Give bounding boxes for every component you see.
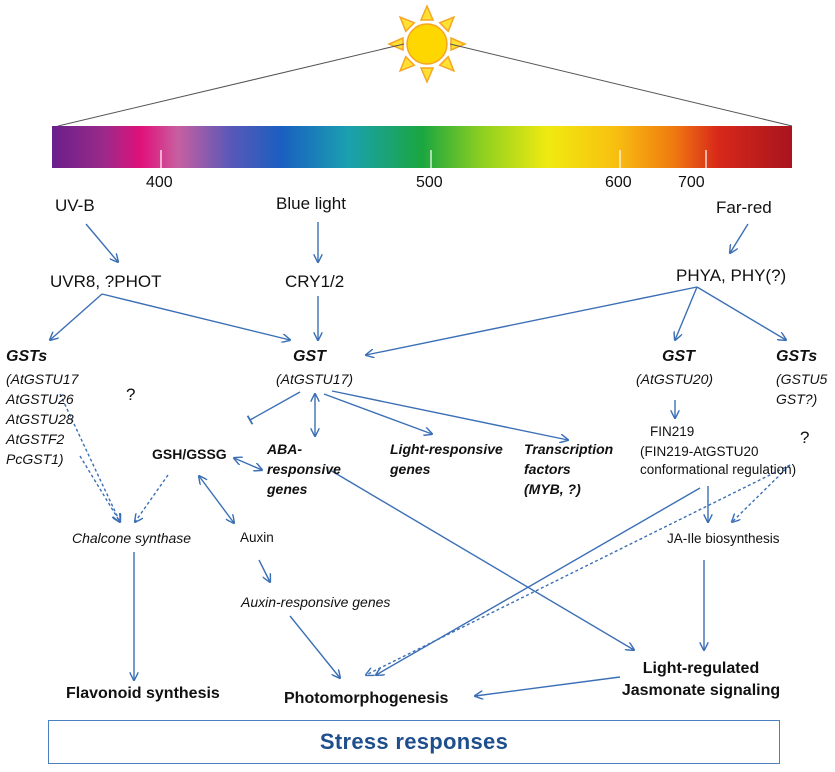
aba-line1: ABA- <box>267 441 302 457</box>
arrow-gsh-auxin <box>199 476 234 523</box>
inhibit-gst-gsh <box>246 391 301 425</box>
stress-responses-box: Stress responses <box>48 720 780 764</box>
fin219-note-line2: conformational regulation) <box>640 462 797 477</box>
arrow-auxinresp-photomorph <box>289 615 340 678</box>
sun-ray <box>438 15 456 33</box>
label-fin219: FIN219 <box>650 424 695 439</box>
tick-label-600: 600 <box>605 174 632 191</box>
sun-ray <box>398 15 416 33</box>
sun-projection-left <box>57 43 405 127</box>
label-uvr8-phot: UVR8, ?PHOT <box>50 272 162 291</box>
arrow-phy-gst-right <box>675 286 698 340</box>
tf-line3: (MYB, ?) <box>524 481 581 497</box>
fin219-note-line1: (FIN219-AtGSTU20 <box>640 444 759 459</box>
dashed-uvr8-chalcone <box>79 455 120 522</box>
arrow-farred-phy <box>730 223 749 253</box>
sun-icon <box>387 4 467 84</box>
label-gsh-gssg: GSH/GSSG <box>152 446 227 462</box>
dashed-gsts-ja <box>732 464 791 522</box>
gst-right-sub: (AtGSTU20) <box>636 371 714 387</box>
arrow-uvr8-gst-center <box>101 293 290 340</box>
aba-line2: responsive <box>267 461 341 477</box>
gsts-left-gene: PcGST1) <box>6 451 64 467</box>
label-far-red: Far-red <box>716 198 772 217</box>
label-auxin-responsive-genes: Auxin-responsive genes <box>241 594 391 610</box>
arrow-fin219-photomorph <box>376 487 701 675</box>
sun-projection-right <box>449 43 793 127</box>
sun-ray <box>438 55 456 73</box>
label-chalcone-synthase: Chalcone synthase <box>72 530 192 546</box>
gsts-right-sub1: (GSTU5 <box>776 371 828 387</box>
sun-ray <box>419 4 435 21</box>
dashed-gsh-chalcone <box>135 474 169 522</box>
label-uvb: UV-B <box>55 196 95 215</box>
label-phy: PHYA, PHY(?) <box>676 266 787 285</box>
question-mark-right: ? <box>800 428 810 447</box>
arrow-uvr8-gsts-left <box>50 293 103 340</box>
tf-line2: factors <box>524 461 571 477</box>
label-ja-ile: JA-Ile biosynthesis <box>667 531 780 546</box>
gst-center-title: GST <box>293 348 326 365</box>
dashed-gsts-photomorph <box>366 464 791 675</box>
arrow-jasmonate-photomorph <box>475 676 621 696</box>
arrow-gsh-aba <box>234 458 262 470</box>
output-jasmonate-line1: Light-regulated <box>642 660 760 677</box>
arrow-gst-light-genes <box>323 393 432 434</box>
arrow-aba-jasmonate <box>329 469 634 650</box>
stress-responses-label: Stress responses <box>319 729 509 754</box>
label-cry: CRY1/2 <box>285 272 345 291</box>
gsts-left-gene: AtGSTU28 <box>6 411 74 427</box>
arrow-auxin-auxinresp <box>258 559 270 582</box>
sun-ray <box>450 36 467 52</box>
label-auxin: Auxin <box>240 530 274 545</box>
gsts-right-title: GSTs <box>776 348 818 365</box>
dashed-gsts-chalcone <box>59 393 120 522</box>
gsts-left-gene: AtGSTU26 <box>6 391 74 407</box>
light-spectrum-bar <box>52 126 792 168</box>
output-flavonoid: Flavonoid synthesis <box>66 685 220 702</box>
gsts-left-gene: (AtGSTU17 <box>6 371 79 387</box>
gsts-right-sub2: GST?) <box>776 391 818 407</box>
sun-ray <box>387 36 404 52</box>
label-blue-light: Blue light <box>276 194 346 213</box>
tick-label-500: 500 <box>416 174 443 191</box>
tick-label-700: 700 <box>678 174 705 191</box>
gst-center-sub: (AtGSTU17) <box>276 371 354 387</box>
arrow-phy-gst-center <box>366 286 698 355</box>
aba-line3: genes <box>267 481 308 497</box>
question-mark-left: ? <box>126 385 136 404</box>
tick-label-400: 400 <box>146 174 173 191</box>
gsts-left-title: GSTs <box>6 348 48 365</box>
arrow-uvb-uvr8 <box>85 223 118 262</box>
gsts-left-gene: AtGSTF2 <box>6 431 65 447</box>
arrow-phy-gsts-right <box>696 286 786 340</box>
light-resp-line1: Light-responsive <box>390 441 503 457</box>
output-jasmonate-line2: Jasmonate signaling <box>621 682 781 699</box>
sun-ray <box>398 55 416 73</box>
arrow-gst-tf <box>331 390 568 440</box>
gst-right-title: GST <box>662 348 695 365</box>
output-photomorphogenesis: Photomorphogenesis <box>284 690 449 707</box>
light-resp-line2: genes <box>390 461 431 477</box>
sun-ray <box>419 67 435 84</box>
tf-line1: Transcription <box>524 441 614 457</box>
